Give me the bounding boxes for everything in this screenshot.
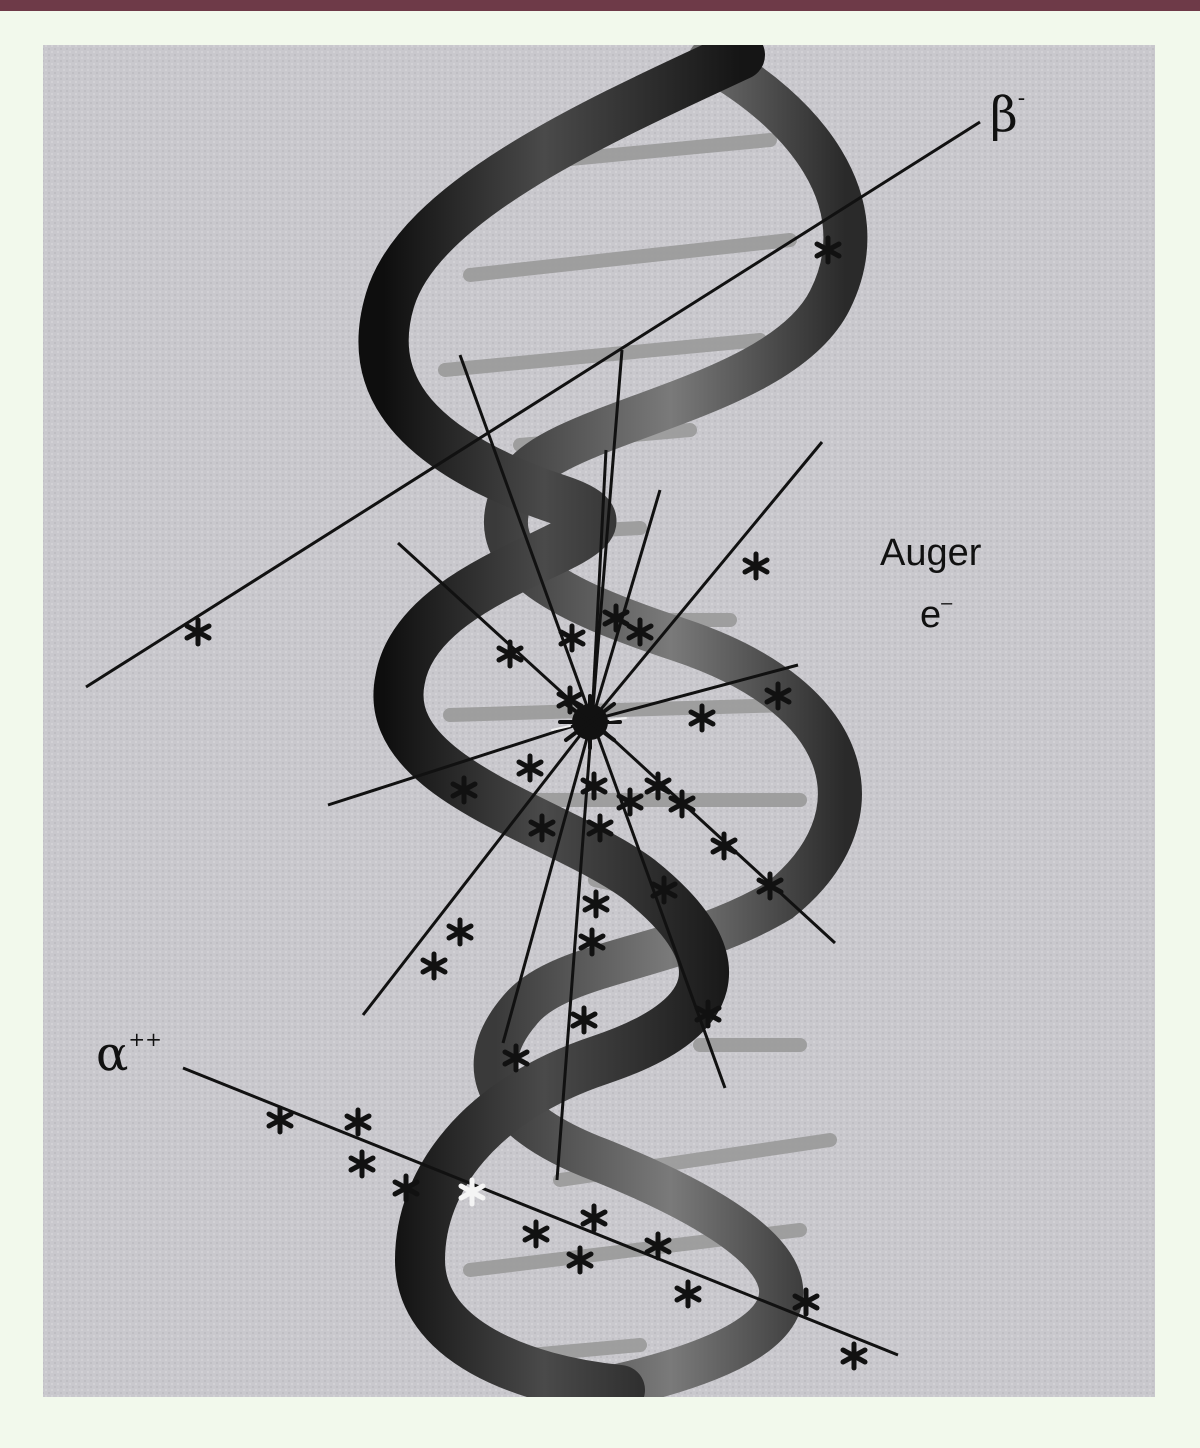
starburst-icon (551, 694, 627, 750)
dna-helix (358, 45, 868, 1397)
helix-strand-front (358, 45, 765, 1397)
alpha-track (182, 1066, 899, 1357)
beta-label: β- (990, 86, 1026, 143)
beta-track (85, 120, 981, 689)
auger-tracks (327, 349, 837, 1181)
header-bar (0, 0, 1200, 11)
helix-strand-back (473, 45, 868, 1397)
auger-label: Auger (880, 532, 982, 574)
dna-radiation-figure (43, 45, 1155, 1397)
alpha-label: α++ (96, 1026, 162, 1082)
auger-electron-label: e– (920, 592, 953, 636)
